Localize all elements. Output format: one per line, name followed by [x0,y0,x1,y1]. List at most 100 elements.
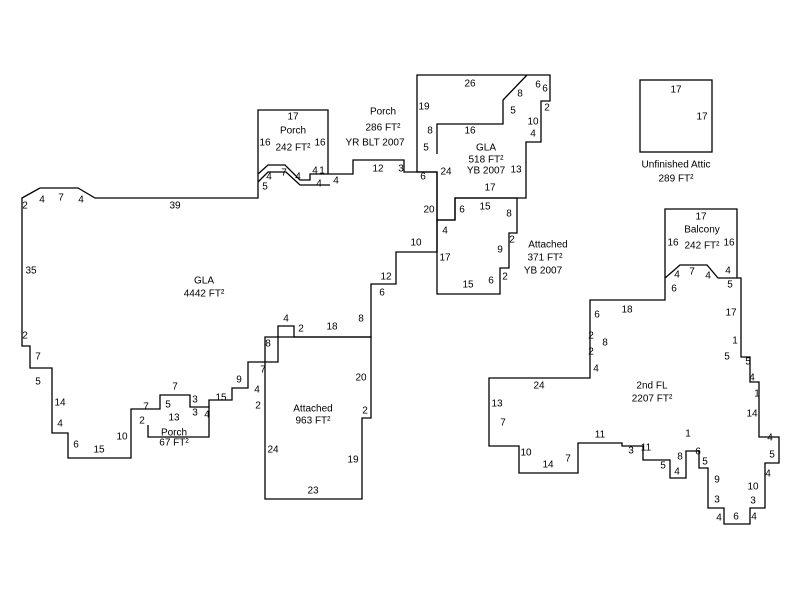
porch-small-size: 242 FT² [275,143,311,154]
gla-main-size: 4442 FT² [184,289,225,300]
dim-label: 15 [479,202,491,213]
dim-label: 5 [35,377,41,388]
dim-label: 4 [333,176,339,187]
dim-label: 2 [362,406,368,417]
porch-top-name: Porch [370,107,396,118]
dim-label: 14 [54,398,66,409]
dim-label: 1 [685,429,691,440]
dim-label: 5 [660,461,666,472]
porch-bottom-outline [147,407,210,438]
dim-label: 3 [398,164,404,175]
dim-label: 39 [169,201,181,212]
dim-label: 2 [255,401,261,412]
dim-label: 6 [420,172,426,183]
dim-label: 7 [58,193,64,204]
dim-label: 7 [260,365,266,376]
dim-label: 4 [316,179,322,190]
second-fl-name: 2nd FL [636,381,668,392]
dim-label: 5 [702,457,708,468]
dim-label: 4 [751,512,757,523]
dim-label: 5 [262,182,268,193]
dim-label: 5 [423,143,429,154]
dim-label: 8 [602,338,608,349]
dim-label: 10 [116,432,128,443]
dim-label: 8 [517,89,523,100]
dim-label: 8 [427,126,433,137]
dim-label: 17 [670,85,682,96]
dim-label: 4 [530,129,536,140]
dim-label: 26 [464,79,476,90]
dim-label: 20 [355,373,367,384]
balcony-name: Balcony [684,225,720,236]
dim-label: 7 [565,454,571,465]
dim-label: 4 [204,410,210,421]
dim-label: 12 [372,164,384,175]
dim-label: 16 [723,238,735,249]
dim-label: 16 [314,138,326,149]
dim-label: 8 [265,339,271,350]
attached-upper-size: 371 FT² [527,253,563,264]
dim-label: 15 [93,445,105,456]
attached-upper-year: YB 2007 [524,266,563,277]
attic-dimensions: 17 17 [670,85,708,123]
dim-label: 4 [705,271,711,282]
dim-label: 3 [192,395,198,406]
dim-label: 13 [491,399,503,410]
dim-label: 7 [143,402,149,413]
dim-label: 17 [696,112,708,123]
dim-label: 9 [497,245,503,256]
dim-label: 19 [418,102,430,113]
dim-label: 4 [78,195,84,206]
attached-big-dimensions: 20 2 19 23 24 [267,373,368,497]
dim-label: 6 [379,288,385,299]
gla-upper-name: GLA [476,143,496,154]
dim-label: 4 [254,385,260,396]
balcony-dimensions: 17 16 16 6 4 7 4 4 [667,212,735,295]
dim-label: 24 [533,381,545,392]
attached-upper-name: Attached [528,240,567,251]
dim-label: 2 [544,103,550,114]
dim-label: 11 [641,443,652,454]
dim-label: 8 [358,314,364,325]
dim-label: 1 [319,166,325,177]
dim-label: 4 [767,433,773,444]
dim-label: 6 [459,205,465,216]
attached-big-name: Attached [293,404,332,415]
dim-label: 3 [628,446,634,457]
dim-label: 9 [236,375,242,386]
second-fl-size: 2207 FT² [632,394,673,405]
gla-upper-size: 518 FT² [468,155,504,166]
dim-label: 17 [725,308,737,319]
dim-label: 1 [754,389,760,400]
dim-label: 2 [22,331,28,342]
dim-label: 35 [25,266,37,277]
dim-label: 5 [769,450,775,461]
attached-big-outline [264,336,372,500]
dim-label: 4 [593,364,599,375]
dim-label: 4 [674,467,680,478]
dim-label: 5 [510,106,516,117]
balcony-outline [664,208,738,278]
dim-label: 2 [298,324,304,335]
porch-top-size: 286 FT² [365,123,401,134]
dim-label: 15 [215,393,227,404]
dim-label: 9 [714,475,720,486]
dim-label: 12 [380,272,392,283]
porch-small-name: Porch [280,126,306,137]
porch-top-dimensions: 4 12 3 6 [333,164,426,187]
dim-label: 16 [667,238,679,249]
dim-label: 3 [714,495,720,506]
dim-label: 10 [527,117,539,128]
attic-outline [639,79,713,153]
dim-label: 4 [716,513,722,524]
second-fl-dimensions: 18 6 8 2 2 4 24 13 7 10 14 7 11 3 11 5 4… [491,280,775,524]
gla-upper-inner [436,74,528,154]
dim-label: 17 [439,253,451,264]
second-fl-outline [488,264,780,525]
dim-label: 7 [281,168,287,179]
porch-bottom-size: 67 FT² [159,438,189,449]
dim-label: 6 [488,276,494,287]
attic-size: 289 FT² [658,174,694,185]
dim-label: 2 [509,235,515,246]
